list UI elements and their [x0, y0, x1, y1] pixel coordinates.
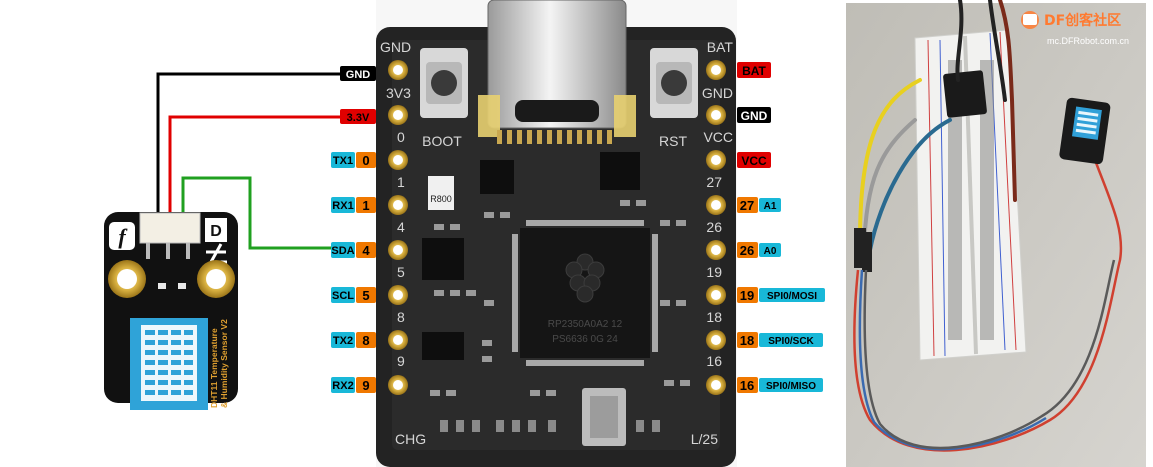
rp2350-chip: RP2350A0A2 12 PS6636 0G 24	[512, 220, 658, 366]
svg-text:16: 16	[740, 378, 754, 393]
svg-text:TX1: TX1	[333, 155, 353, 167]
silk-boot: BOOT	[422, 133, 462, 149]
setup-photo: DF创客社区 mc.DFRobot.com.cn	[846, 0, 1146, 467]
silk-left-2: 1	[397, 174, 405, 190]
svg-text:GND: GND	[346, 69, 371, 81]
left-tag-gnd: GND	[340, 66, 376, 81]
silk-corner: L/25	[691, 431, 718, 447]
left-pin-tags: GND 3.3V TX1 0 RX1 1 SDA 4	[331, 66, 376, 393]
svg-text:A0: A0	[764, 246, 777, 257]
watermark-brand: DF创客社区	[1044, 12, 1121, 29]
right-tag-bat: BAT	[737, 62, 771, 78]
svg-text:TX2: TX2	[333, 335, 353, 347]
silk-chg: CHG	[395, 431, 426, 447]
right-tag-miso: 16 SPI0/MISO	[737, 377, 823, 393]
svg-text:26: 26	[740, 243, 754, 258]
svg-text:GND: GND	[741, 109, 768, 123]
silk-left-6: 9	[397, 353, 405, 369]
digital-mark: D	[210, 223, 222, 240]
dfrobot-logo-icon: f	[109, 222, 135, 250]
right-tag-gnd: GND	[737, 107, 771, 123]
right-pin-tags: BAT GND VCC 27 A1 26 A0 19 SPI0/MOSI	[737, 62, 825, 393]
left-tag-scl: SCL 5	[331, 287, 376, 303]
svg-text:3.3V: 3.3V	[347, 112, 370, 124]
silk-right-6: 16	[706, 353, 722, 369]
right-tag-a1: 27 A1	[737, 197, 781, 213]
boot-button[interactable]	[420, 48, 468, 118]
silk-left-3: 4	[397, 219, 405, 235]
dht11-sensor-body	[130, 318, 208, 410]
chip-marking-1: RP2350A0A2 12	[548, 319, 623, 330]
svg-text:1: 1	[362, 198, 369, 213]
svg-text:4: 4	[362, 243, 370, 258]
svg-text:27: 27	[740, 198, 754, 213]
silk-top-left: GND	[380, 39, 411, 55]
svg-text:SDA: SDA	[331, 245, 354, 257]
digital-signal-icon: D	[205, 218, 227, 264]
silk-right-4: 19	[706, 264, 722, 280]
svg-text:18: 18	[740, 333, 754, 348]
sensor-connector	[139, 212, 201, 244]
svg-text:19: 19	[740, 288, 754, 303]
left-tag-3v3: 3.3V	[340, 109, 376, 124]
right-tag-sck: 18 SPI0/SCK	[737, 332, 823, 348]
svg-text:R800: R800	[430, 194, 452, 204]
left-tag-tx2: TX2 8	[331, 332, 376, 348]
silk-left-4: 5	[397, 264, 405, 280]
pin-pads	[388, 60, 726, 395]
raspberry-logo-icon	[565, 253, 605, 303]
wire-gnd	[156, 72, 345, 212]
dht11-sensor-module: f D	[104, 212, 238, 410]
silk-left-1: 0	[397, 129, 405, 145]
silk-left-5: 8	[397, 309, 405, 325]
silk-left-0: 3V3	[386, 85, 411, 101]
photo-sensor	[1059, 97, 1111, 165]
breadboard	[914, 29, 1027, 361]
svg-text:5: 5	[362, 288, 369, 303]
svg-text:SPI0/MISO: SPI0/MISO	[766, 381, 816, 392]
left-tag-tx1: TX1 0	[331, 152, 376, 168]
svg-text:BAT: BAT	[742, 64, 766, 78]
left-tag-rx1: RX1 1	[331, 197, 376, 213]
svg-text:SPI0/MOSI: SPI0/MOSI	[767, 291, 817, 302]
svg-text:RX1: RX1	[332, 200, 353, 212]
silk-right-2: 27	[706, 174, 722, 190]
svg-text:VCC: VCC	[741, 154, 767, 168]
svg-text:SCL: SCL	[332, 290, 354, 302]
right-tag-vcc: VCC	[737, 152, 771, 168]
right-tag-mosi: 19 SPI0/MOSI	[737, 287, 825, 303]
chip-marking-2: PS6636 0G 24	[552, 334, 618, 345]
left-tag-sda: SDA 4	[331, 242, 376, 258]
silk-right-0: GND	[702, 85, 733, 101]
left-tag-rx2: RX2 9	[331, 377, 376, 393]
dfrobot-watermark: DF创客社区 mc.DFRobot.com.cn	[1021, 11, 1129, 46]
silk-right-3: 26	[706, 219, 722, 235]
silkscreen: GND BAT BOOT RST CHG L/25 3V3 0 1 4 5 8 …	[380, 39, 733, 447]
wire-vcc	[168, 115, 385, 212]
silk-right-5: 18	[706, 309, 722, 325]
photo-board	[943, 70, 987, 118]
watermark-url: mc.DFRobot.com.cn	[1047, 36, 1129, 46]
microcontroller-board: RP2350A0A2 12 PS6636 0G 24 R800	[376, 0, 737, 467]
silk-top-right: BAT	[707, 39, 734, 55]
wire-data	[181, 176, 340, 250]
wires	[156, 72, 385, 250]
svg-text:SPI0/SCK: SPI0/SCK	[768, 336, 814, 347]
sensor-label-line2: & Humidity Sensor V2	[219, 319, 229, 408]
silk-right-1: VCC	[703, 129, 733, 145]
svg-text:RX2: RX2	[332, 380, 353, 392]
right-tag-a0: 26 A0	[737, 242, 781, 258]
svg-text:9: 9	[362, 378, 369, 393]
rst-button[interactable]	[650, 48, 698, 118]
svg-text:8: 8	[362, 333, 369, 348]
silk-rst: RST	[659, 133, 687, 149]
usb-c-connector	[478, 0, 636, 137]
sensor-label-line1: DHT11 Temperature	[209, 328, 219, 408]
svg-text:A1: A1	[764, 201, 777, 212]
svg-text:0: 0	[362, 153, 369, 168]
svg-text:f: f	[118, 224, 128, 249]
